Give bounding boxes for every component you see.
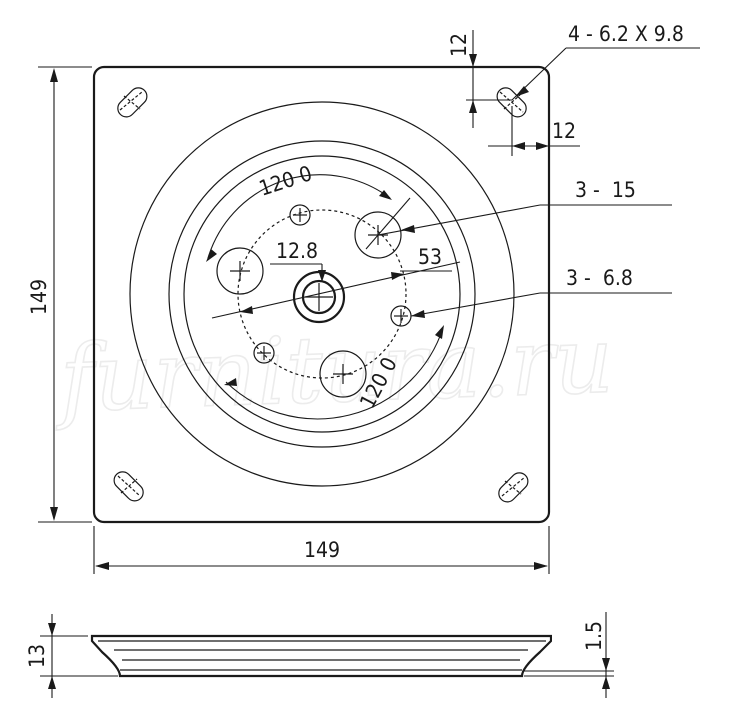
outer-ring	[129, 101, 515, 487]
middle-ring	[168, 140, 476, 448]
height-dimension: 149	[27, 66, 92, 523]
large-hole	[319, 350, 367, 398]
width-dimension: 149	[93, 526, 550, 574]
plate-top-view	[92, 65, 551, 524]
large-hole	[216, 247, 264, 295]
pitch-diameter-label: 53	[418, 245, 442, 269]
profile-height-dimension: 13	[25, 614, 118, 698]
corner-slot-bottom-right	[498, 472, 529, 503]
inner-ring	[183, 155, 461, 433]
slot-offset-vertical-label: 12	[447, 33, 471, 57]
corner-slot-top-right	[496, 87, 527, 118]
small-hole	[390, 305, 412, 327]
slot-offset-horizontal-dimension: 12	[488, 106, 580, 156]
plate-outline	[92, 65, 551, 524]
height-label: 149	[27, 279, 51, 315]
slot-offset-vertical-dimension: 12	[447, 30, 512, 128]
pitch-circle	[237, 209, 407, 379]
small-hole	[253, 342, 275, 364]
slot-callout: 4 - 6.2 X 9.8	[511, 22, 700, 101]
sheet-thickness-label: 1.5	[582, 621, 606, 651]
large-holes-label: 3 - 15	[575, 178, 636, 202]
side-profile	[90, 634, 552, 678]
pitch-diameter-dimension: 53	[211, 245, 461, 319]
corner-slot-bottom-left	[113, 471, 144, 502]
angle-top-label: 120 0	[256, 161, 315, 201]
watermark: furnitura.ru	[52, 307, 615, 433]
large-hole-callout: 3 - 15	[365, 178, 672, 250]
sheet-thickness-dimension: 1.5	[524, 612, 614, 698]
profile-height-label: 13	[25, 644, 49, 668]
width-label: 149	[304, 538, 340, 562]
slot-offset-horizontal-label: 12	[552, 119, 576, 143]
center-hole-label: 12.8	[276, 239, 318, 263]
slots-label: 4 - 6.2 X 9.8	[568, 22, 684, 46]
small-hole	[289, 204, 311, 226]
small-hole-callout: 3 - 6.8	[410, 266, 672, 318]
corner-slot-top-left	[117, 87, 148, 118]
small-holes-label: 3 - 6.8	[566, 266, 633, 290]
center-hole-dimension: 12.8	[270, 239, 326, 282]
center-hole	[292, 270, 346, 324]
